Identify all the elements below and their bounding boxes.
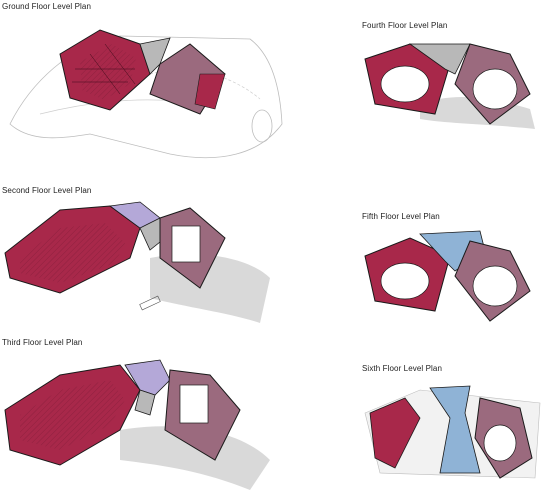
white-room (483, 424, 517, 462)
fourth-floor-title: Fourth Floor Level Plan (362, 21, 448, 30)
sixth-floor-plan (364, 385, 541, 479)
ground-floor-title: Ground Floor Level Plan (2, 2, 92, 11)
third-floor-title: Third Floor Level Plan (2, 338, 83, 347)
second-floor-plan (4, 201, 270, 323)
site-oval (251, 109, 273, 143)
white-room (472, 265, 518, 307)
hatched-zone (20, 380, 125, 450)
hatched-zone (80, 44, 136, 100)
white-room (380, 262, 430, 300)
fifth-floor-plan (364, 230, 531, 322)
red-zone (369, 397, 421, 469)
fourth-floor-plan (364, 43, 535, 129)
lavender-zone (124, 359, 171, 396)
white-room (380, 65, 430, 103)
blue-zone (429, 385, 481, 474)
sixth-floor-title: Sixth Floor Level Plan (362, 364, 443, 373)
core (408, 43, 471, 75)
grid-lines (72, 43, 136, 95)
core (134, 389, 156, 416)
hatched-zone (20, 223, 125, 283)
fifth-floor-title: Fifth Floor Level Plan (362, 212, 440, 221)
bridge (139, 295, 161, 311)
third-floor-plan (4, 359, 270, 490)
white-room (472, 68, 518, 110)
white-room (179, 384, 209, 424)
second-floor-title: Second Floor Level Plan (2, 186, 92, 195)
ground-floor-plan (9, 29, 283, 159)
plaza (120, 426, 270, 490)
white-room (171, 225, 201, 263)
red-zone (194, 73, 226, 110)
